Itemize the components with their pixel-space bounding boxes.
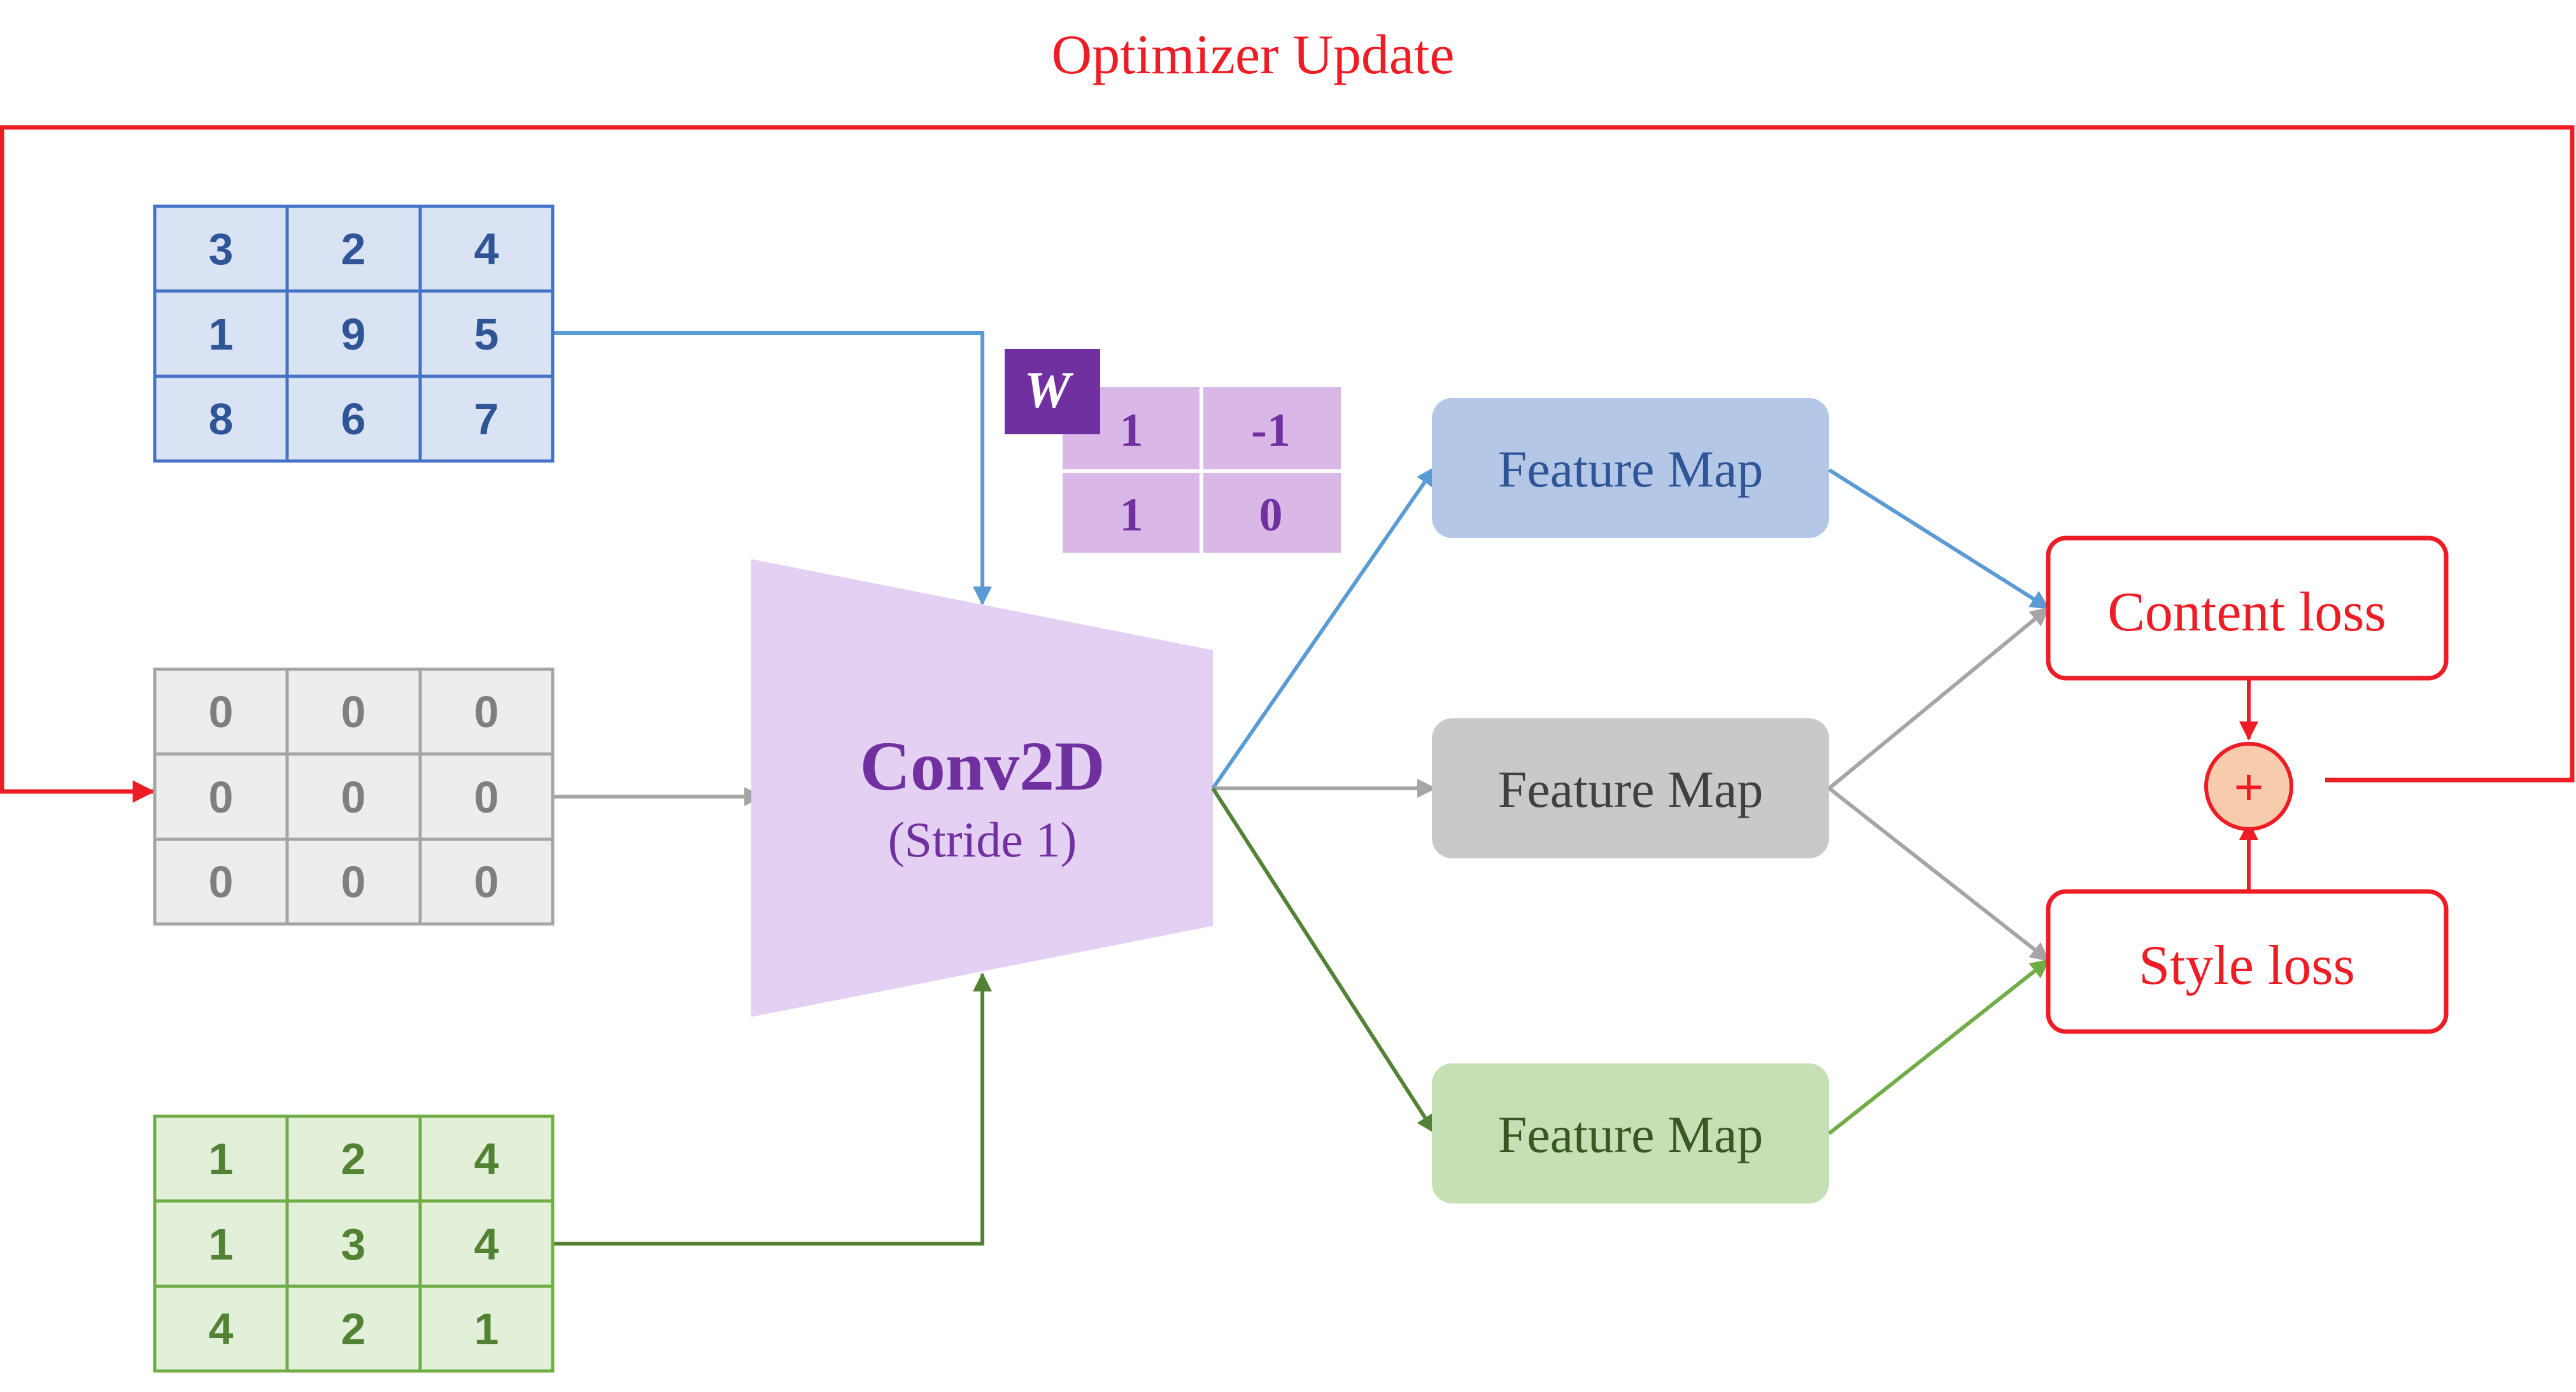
feature-map-2-to-style-loss-arrow [1828, 786, 2050, 962]
matrix-cell: 0 [474, 857, 499, 907]
kernel-label-badge [1005, 349, 1100, 434]
matrix-cell: 1 [474, 1304, 499, 1354]
kernel-label: W [1024, 361, 1074, 419]
matrix-cell: 8 [209, 394, 234, 444]
matrix-cell: 0 [341, 687, 366, 737]
conv2d-title: Conv2D [860, 727, 1105, 805]
style-to-conv-arrow [553, 972, 992, 1246]
matrix-cell: 2 [341, 224, 366, 274]
conv2d-subtitle: (Stride 1) [888, 812, 1077, 867]
optimizer-loop-arrow [0, 125, 2575, 803]
optimizer-update-title: Optimizer Update [1052, 24, 1455, 86]
matrix-cell: 0 [209, 772, 234, 822]
matrix-cell: 1 [209, 1134, 234, 1184]
feature-map-3-to-style-loss-arrow [1828, 958, 2050, 1135]
content-loss-box: Content loss [2046, 536, 2449, 681]
matrix-cell: 0 [341, 772, 366, 822]
matrix-cell: 9 [341, 309, 366, 359]
matrix-cell: 0 [341, 857, 366, 907]
conv-to-feature-map-3-arrow [1211, 787, 1436, 1134]
matrix-cell: 4 [474, 1219, 499, 1269]
feature-map-1-to-content-loss-arrow [1828, 468, 2050, 610]
matrix-cell: 2 [341, 1304, 366, 1354]
feature-map-3: Feature Map [1432, 1063, 1829, 1204]
matrix-cell: 4 [474, 224, 499, 274]
matrix-cell: 7 [474, 394, 499, 444]
feature-map-2-to-content-loss-arrow [1828, 606, 2050, 790]
matrix-cell: 4 [474, 1134, 499, 1184]
matrix-cell: 2 [341, 1134, 366, 1184]
matrix-cell: 0 [474, 772, 499, 822]
matrix-cell: 5 [474, 309, 499, 359]
matrix-cell: 0 [209, 857, 234, 907]
matrix-cell: 0 [209, 687, 234, 737]
matrix-cell: 4 [209, 1304, 234, 1354]
content-to-conv-arrow [553, 331, 992, 606]
feature-map-2-label: Feature Map [1498, 760, 1764, 818]
content-loss-label: Content loss [2107, 581, 2386, 643]
conv2d-block: Conv2D (Stride 1) [751, 559, 1213, 1017]
kernel-weights: W 1 -1 1 0 [1005, 349, 1341, 553]
feature-map-1: Feature Map [1432, 398, 1829, 538]
generated-image-matrix: 0 0 0 0 0 0 0 0 0 [153, 667, 555, 926]
kernel-cell: 0 [1259, 489, 1283, 541]
matrix-cell: 6 [341, 394, 366, 444]
feature-map-1-label: Feature Map [1498, 440, 1764, 498]
style-loss-box: Style loss [2046, 889, 2449, 1034]
feature-map-3-label: Feature Map [1498, 1105, 1764, 1163]
plus-icon: + [2234, 758, 2264, 815]
matrix-cell: 1 [209, 309, 234, 359]
kernel-cell: 1 [1120, 489, 1143, 541]
matrix-cell: 3 [209, 224, 234, 274]
matrix-cell: 1 [209, 1219, 234, 1269]
conv-to-feature-map-1-arrow [1211, 466, 1436, 790]
matrix-cell: 0 [474, 687, 499, 737]
feature-map-2: Feature Map [1432, 718, 1829, 858]
style-loss-label: Style loss [2139, 935, 2355, 997]
loss-sum-node: + [2204, 742, 2293, 831]
kernel-cell: -1 [1251, 404, 1291, 457]
matrix-cell: 3 [341, 1219, 366, 1269]
content-image-matrix: 3 2 4 1 9 5 8 6 7 [153, 204, 555, 463]
style-image-matrix: 1 2 4 1 3 4 4 2 1 [153, 1114, 555, 1373]
kernel-cell: 1 [1120, 404, 1143, 457]
